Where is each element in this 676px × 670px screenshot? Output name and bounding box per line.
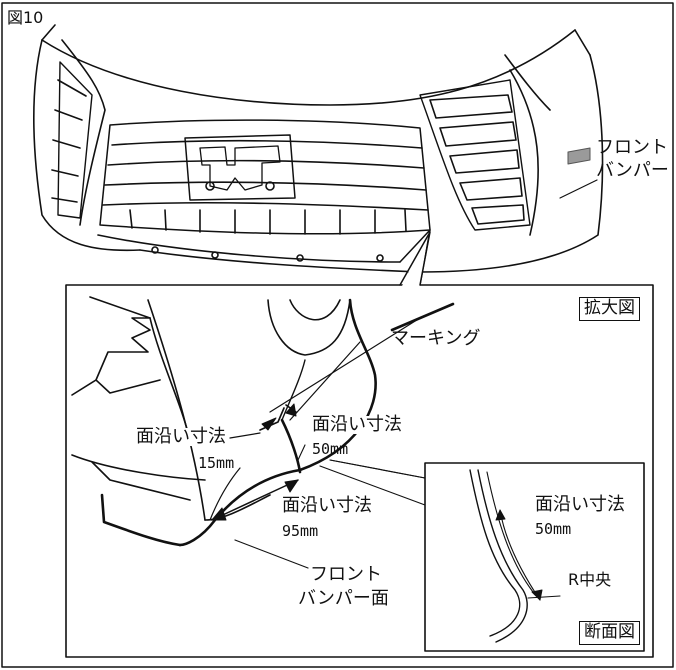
dim-15-label: 面沿い寸法 — [136, 426, 226, 447]
section-dim-label: 面沿い寸法 — [535, 494, 625, 515]
section-view-tag: 断面図 — [579, 621, 640, 645]
dim-15-value: 15mm — [198, 454, 235, 472]
dim-50-value: 50mm — [312, 440, 349, 458]
marking-label: マーキング — [391, 328, 481, 349]
dim-50-label: 面沿い寸法 — [312, 414, 402, 435]
marking-patch — [567, 147, 591, 165]
dim-95-value: 95mm — [282, 522, 319, 540]
front-bumper-drawing — [32, 24, 604, 273]
enlarged-view-tag: 拡大図 — [579, 297, 640, 321]
front-bumper-label-line1: フロント — [596, 137, 668, 158]
section-dim-value: 50mm — [535, 520, 572, 538]
figure-number: 図10 — [7, 8, 46, 27]
enlarged-drawing — [71, 296, 455, 569]
section-view-box — [424, 462, 645, 652]
section-drawing — [469, 469, 561, 643]
bumper-face-label-line2: バンパー面 — [298, 588, 389, 609]
dim-95-label: 面沿い寸法 — [282, 495, 372, 516]
r-center-label: R中央 — [568, 570, 612, 589]
bumper-face-label-line1: フロント — [310, 564, 382, 585]
front-bumper-label-line2: バンパー — [596, 160, 669, 181]
